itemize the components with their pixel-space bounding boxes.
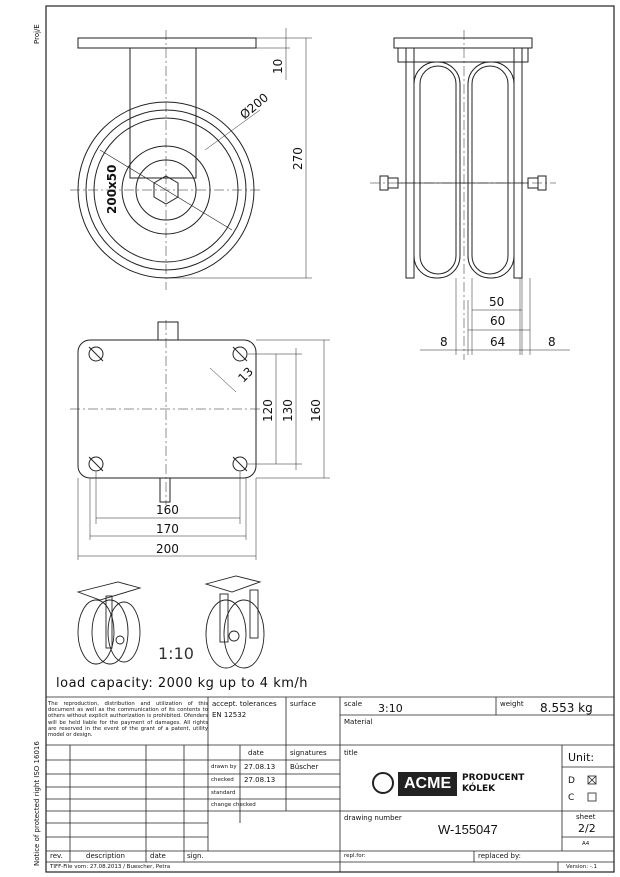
replaced-by-label: replaced by: xyxy=(478,852,521,860)
dim-plate-width: 200 xyxy=(156,542,179,556)
material-label: Material xyxy=(344,718,373,726)
title-label: title xyxy=(344,749,358,757)
dim-wheel-width: 50 xyxy=(489,295,505,309)
paper-size: A4 xyxy=(582,841,590,847)
logo-text: ACME xyxy=(398,772,458,796)
date-label: date xyxy=(150,852,166,860)
drawing-number-label: drawing number xyxy=(344,814,402,822)
acme-logo: ACME PRODUCENT KÓLEK xyxy=(372,770,524,798)
rev-label: rev. xyxy=(50,852,63,860)
weight-value: 8.553 kg xyxy=(540,701,593,715)
checked-label: checked xyxy=(211,777,234,783)
dim-hole-spacing-h2: 170 xyxy=(156,522,179,536)
dim-hole-spacing-v1: 120 xyxy=(261,399,275,422)
scale-label: scale xyxy=(344,700,363,708)
preview-scale: 1:10 xyxy=(158,644,194,663)
unit-c: C xyxy=(568,793,575,803)
dim-hub-width: 60 xyxy=(490,314,506,328)
repl-for-label: repl.for: xyxy=(344,853,366,859)
copyright-notice: The reproduction, distribution and utili… xyxy=(48,701,208,739)
caster-icon xyxy=(372,772,394,794)
scale-value: 3:10 xyxy=(378,702,403,715)
dim-flange-thickness: 10 xyxy=(271,58,285,74)
dim-overall-height: 270 xyxy=(291,147,305,170)
signatures-header: signatures xyxy=(290,749,327,757)
footer-file: TIFF-File vom: 27.08.2013 / Buescher, Pe… xyxy=(50,864,171,870)
accept-tolerances-value: EN 12532 xyxy=(212,711,247,719)
standard-label: standard xyxy=(211,790,236,796)
project-label: Proj/E xyxy=(33,24,41,44)
sign-label: sign. xyxy=(187,852,204,860)
sheet-value: 2/2 xyxy=(578,822,596,835)
dim-wheel-label: 200x50 xyxy=(105,164,119,215)
dim-hole-spacing-v2: 130 xyxy=(281,399,295,422)
surface-label: surface xyxy=(290,700,316,708)
logo-sub2: KÓLEK xyxy=(462,784,496,794)
dim-right-offset: 8 xyxy=(548,335,556,349)
date-header: date xyxy=(248,749,264,757)
sheet-label: sheet xyxy=(576,813,596,821)
weight-label: weight xyxy=(500,700,524,708)
version: Version: -.1 xyxy=(566,864,598,870)
dim-hole-spacing-h1: 160 xyxy=(156,503,179,517)
drawn-by-signature: Büscher xyxy=(290,763,319,771)
protected-right-notice: Notice of protected right ISO 16016 xyxy=(33,741,41,866)
drawn-by-label: drawn by xyxy=(211,764,237,770)
drawing-number: W-155047 xyxy=(438,822,498,837)
unit-d: D xyxy=(568,776,575,786)
change-checked-label: change checked xyxy=(211,802,256,808)
description-label: description xyxy=(86,852,125,860)
drawn-by-date: 27.08.13 xyxy=(244,763,276,771)
unit-label: Unit: xyxy=(568,751,595,764)
dim-plate-height: 160 xyxy=(309,399,323,422)
logo-sub1: PRODUCENT xyxy=(462,773,525,783)
load-capacity: load capacity: 2000 kg up to 4 km/h xyxy=(56,676,309,691)
checked-date: 27.08.13 xyxy=(244,776,276,784)
accept-tolerances-label: accept. tolerances xyxy=(212,700,277,708)
dim-total-width: 64 xyxy=(490,335,506,349)
dim-left-offset: 8 xyxy=(440,335,448,349)
